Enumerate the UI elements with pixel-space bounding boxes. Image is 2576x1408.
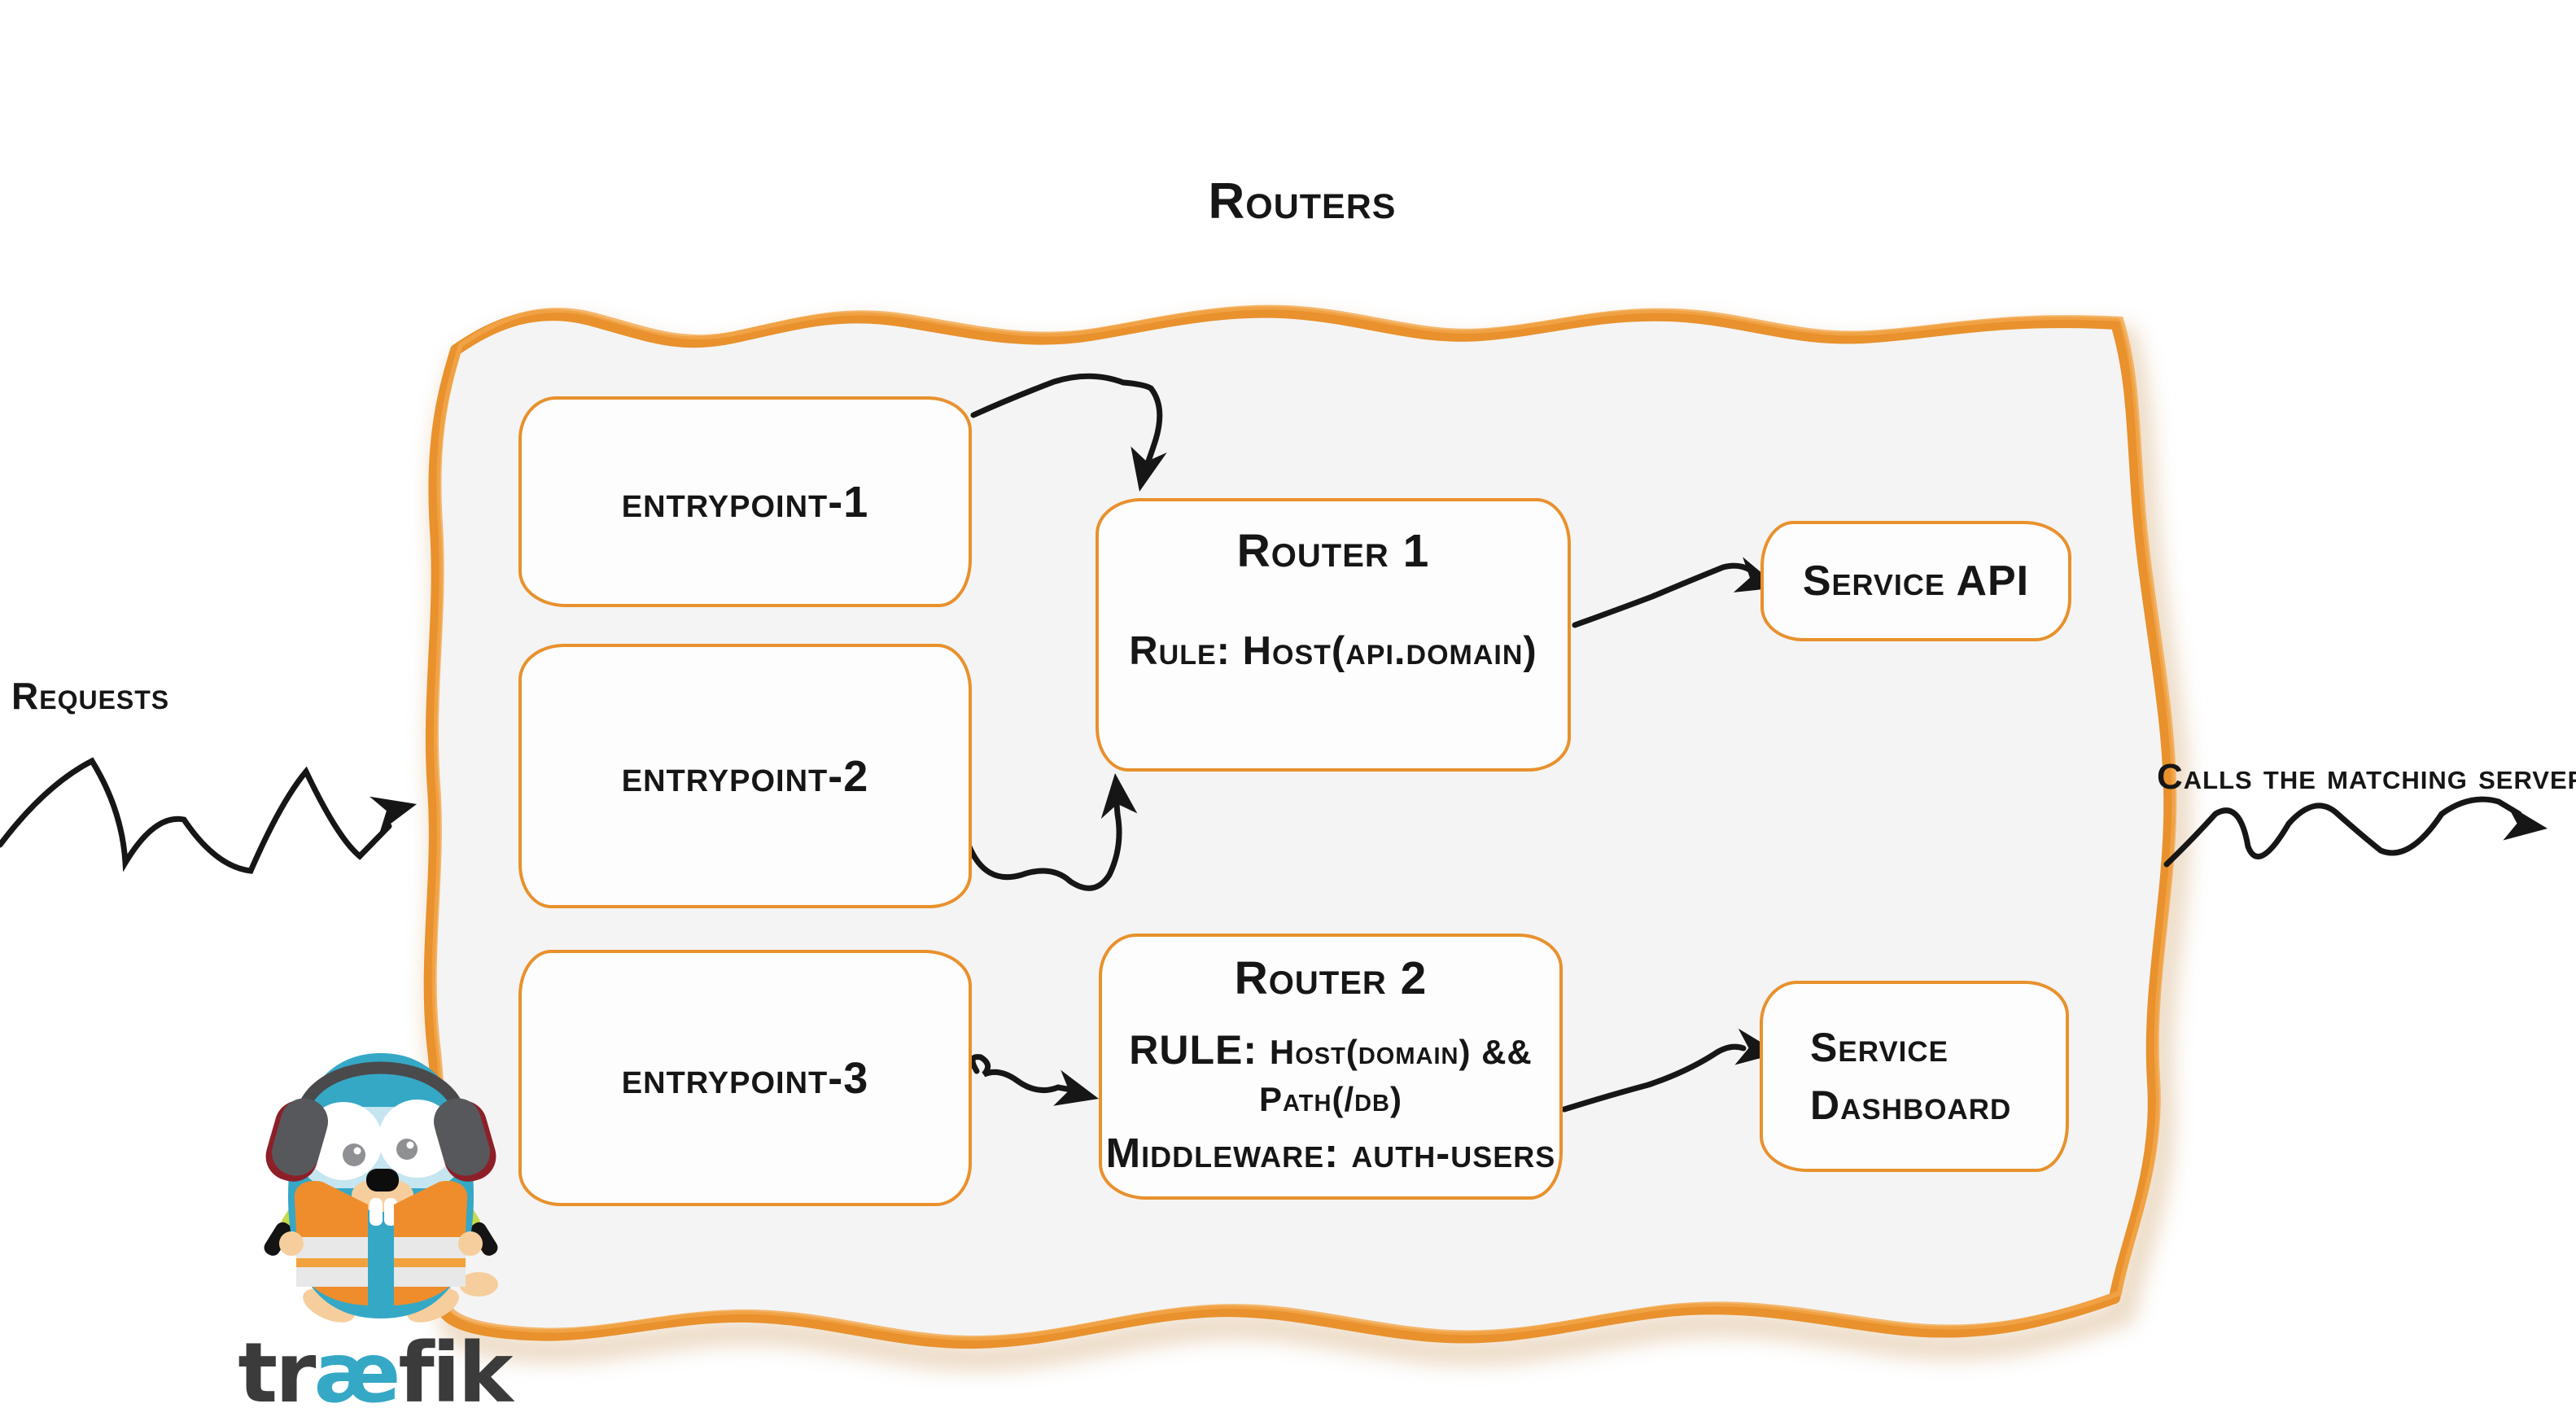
requests-label: Requests [11, 675, 170, 717]
gopher-tail [459, 1272, 498, 1296]
entrypoint-3-node: entrypoint-3 [518, 950, 972, 1206]
service-dashboard-label-line2: Dashboard [1810, 1082, 2012, 1128]
entrypoint-2-node: entrypoint-2 [518, 644, 972, 908]
router-2-rule-value: Host(domain) && Path(/db) [1259, 1033, 1533, 1118]
arrow-entrypoint3-to-router2 [969, 1054, 1104, 1117]
router-1-rule-label: Rule: [1129, 629, 1231, 673]
entrypoint-2-label: entrypoint-2 [621, 751, 869, 801]
router-1-title: Router 1 [1236, 525, 1430, 577]
arrow-router2-to-service-dashboard [1561, 1028, 1782, 1113]
wordmark-pre: tr [238, 1325, 316, 1408]
router-2-node: Router 2 RULE: Host(domain) && Path(/db)… [1099, 934, 1563, 1200]
router-2-rule-label: RULE: [1129, 1027, 1257, 1073]
calls-label: Calls the matching server [2157, 757, 2576, 797]
gopher-safety-vest [294, 1180, 468, 1305]
arrow-entrypoint2-to-router1 [965, 771, 1138, 891]
entrypoint-1-node: entrypoint-1 [518, 396, 972, 607]
arrow-router1-to-service-api [1572, 557, 1785, 628]
arrow-entrypoint1-to-router1 [970, 373, 1167, 496]
traefik-wordmark: træfik [226, 1325, 523, 1408]
router-2-rule: RULE: Host(domain) && Path(/db) [1102, 1026, 1559, 1121]
traefik-gopher-logo [264, 1053, 498, 1323]
diagram-title: Routers [1208, 173, 1397, 230]
router-2-title: Router 2 [1234, 952, 1428, 1004]
router-1-node: Router 1 Rule: Host(api.domain) [1096, 498, 1571, 772]
gopher-headphones [265, 1061, 496, 1182]
wordmark-ae: æ [313, 1325, 400, 1408]
router-1-rule-value: Host(api.domain) [1242, 629, 1537, 673]
router-2-middleware-label: Middleware: [1105, 1130, 1340, 1176]
gopher-hands [279, 1231, 483, 1256]
arrow-requests-in [0, 757, 422, 874]
wordmark-post: fik [398, 1325, 513, 1408]
service-api-node: Service API [1760, 521, 2071, 641]
service-dashboard-label-line1: Service [1810, 1024, 1949, 1070]
entrypoint-1-label: entrypoint-1 [621, 477, 869, 527]
router-2-middleware: Middleware: auth-users [1106, 1129, 1556, 1177]
router-1-rule: Rule: Host(api.domain) [1129, 628, 1537, 674]
arrow-calls-out [2163, 796, 2551, 868]
router-2-middleware-value: auth-users [1351, 1130, 1556, 1176]
service-api-label: Service API [1802, 558, 2030, 605]
entrypoint-3-label: entrypoint-3 [621, 1053, 869, 1103]
service-dashboard-node: Service Dashboard [1760, 981, 2069, 1172]
